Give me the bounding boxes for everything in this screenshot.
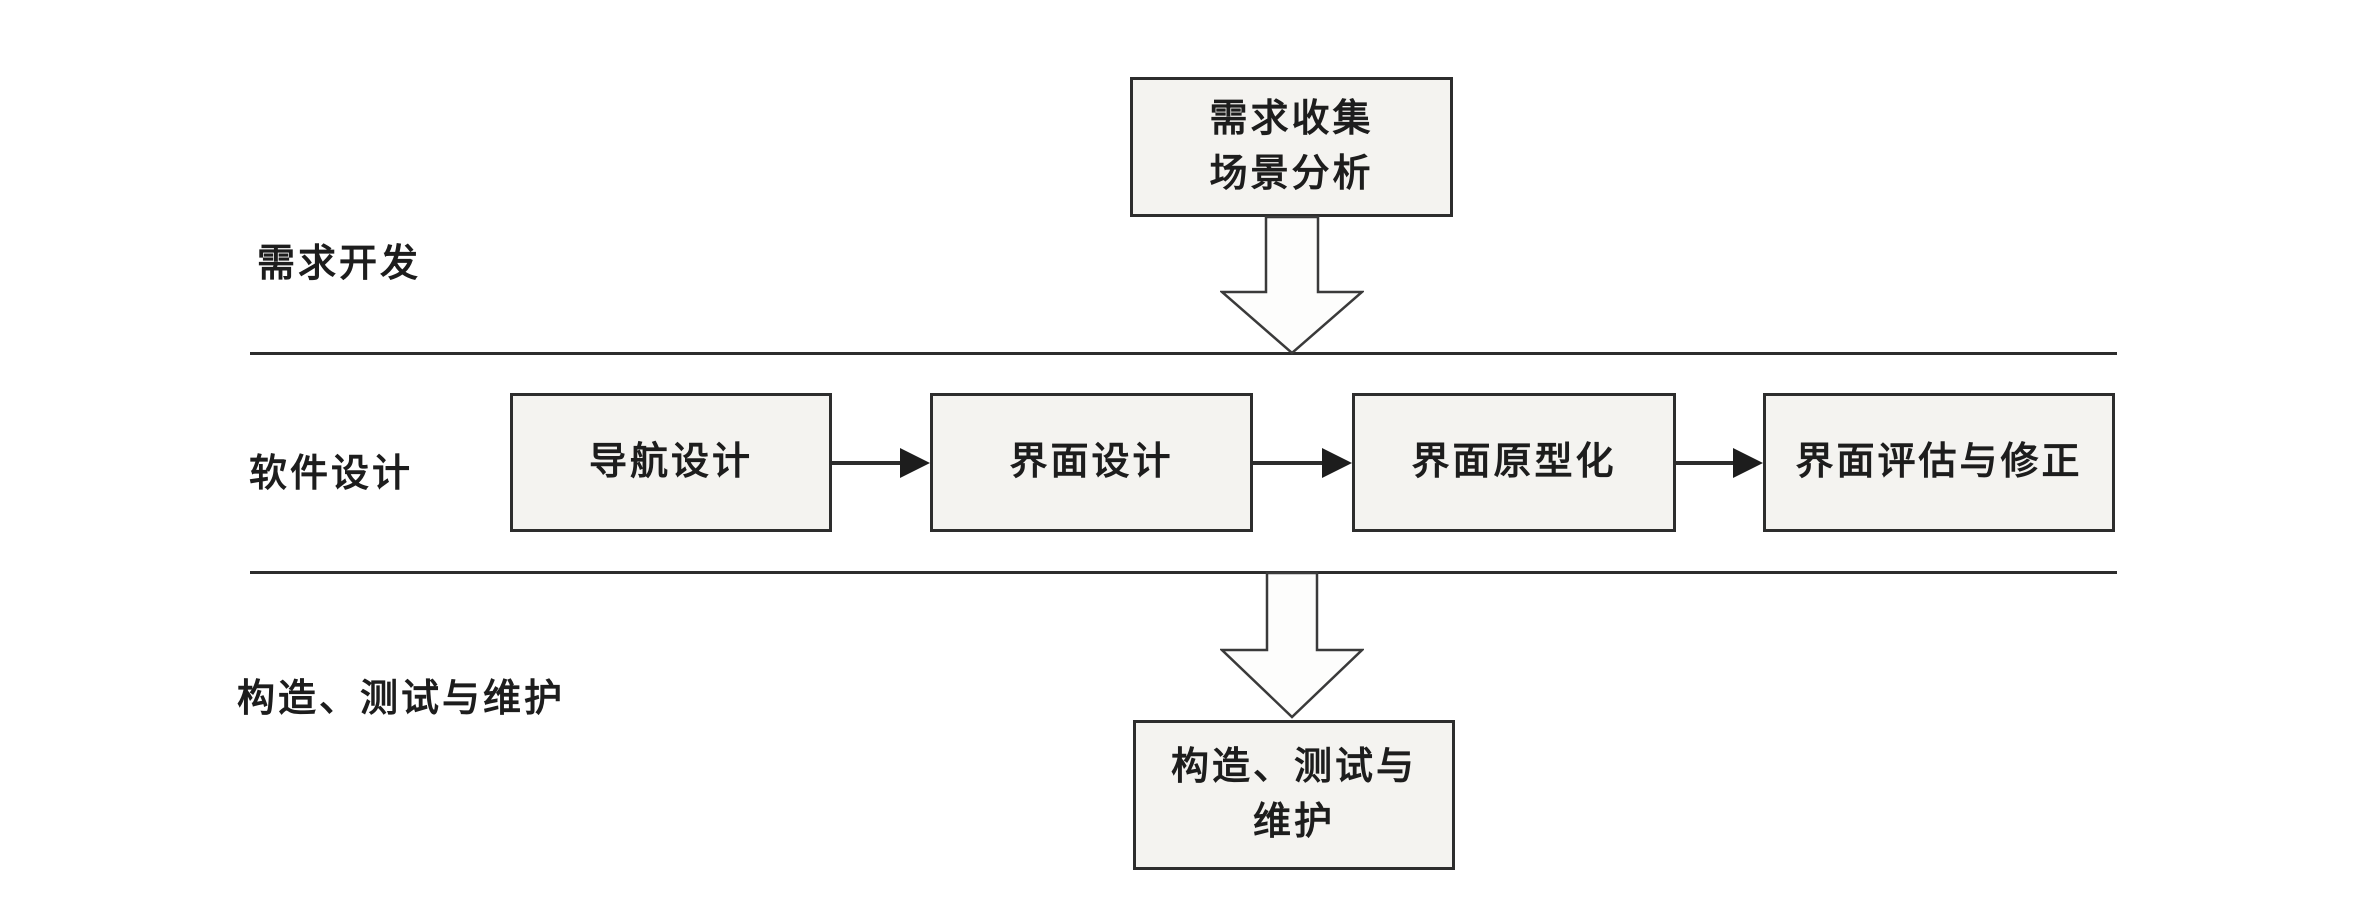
node-requirements-line2: 场景分析 xyxy=(1209,153,1374,195)
right-arrowhead-icon xyxy=(1322,448,1352,478)
node-requirements-line1: 需求收集 xyxy=(1209,97,1374,140)
lane-divider-top xyxy=(250,352,2117,355)
node-construction-testing-maintenance: 构造、测试与 维护 xyxy=(1133,720,1455,870)
right-arrowhead-icon xyxy=(900,448,930,478)
flow-arrow-interface-to-prototype xyxy=(1253,448,1352,478)
arrow-line xyxy=(1676,461,1735,465)
node-interface-evaluation-label: 界面评估与修正 xyxy=(1795,440,2083,483)
flow-arrow-nav-to-interface xyxy=(832,448,930,478)
arrow-line xyxy=(1253,461,1324,465)
node-navigation-design-label: 导航设计 xyxy=(588,440,753,483)
right-arrowhead-icon xyxy=(1733,448,1763,478)
node-requirements-collection: 需求收集 场景分析 xyxy=(1130,77,1453,217)
node-interface-evaluation: 界面评估与修正 xyxy=(1763,393,2115,532)
node-interface-design: 界面设计 xyxy=(930,393,1253,532)
arrow-line xyxy=(832,461,902,465)
phase-label-requirements: 需求开发 xyxy=(257,243,422,285)
flow-arrow-prototype-to-evaluation xyxy=(1676,448,1763,478)
node-navigation-design: 导航设计 xyxy=(510,393,832,532)
node-interface-prototyping-label: 界面原型化 xyxy=(1411,440,1617,483)
node-construction-line2: 维护 xyxy=(1252,801,1335,843)
phase-label-construction: 构造、测试与维护 xyxy=(237,678,566,720)
node-interface-prototyping: 界面原型化 xyxy=(1352,393,1676,532)
node-construction-line1: 构造、测试与 xyxy=(1170,745,1417,788)
node-interface-design-label: 界面设计 xyxy=(1009,440,1174,483)
hollow-down-arrow-icon xyxy=(1220,571,1364,719)
hollow-down-arrow-icon xyxy=(1220,215,1364,355)
lane-divider-bottom xyxy=(250,571,2117,574)
phase-label-software-design: 软件设计 xyxy=(249,453,414,495)
